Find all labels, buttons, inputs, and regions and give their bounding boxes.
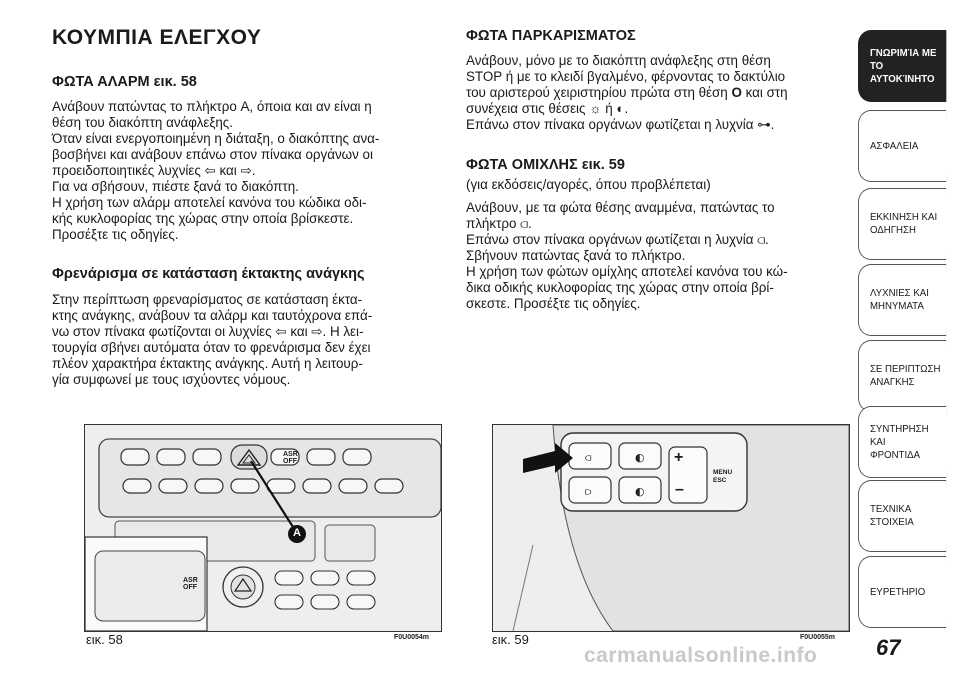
section-heading-fog-lights: ΦΩΤΑ ΟΜΙΧΛΗΣ εικ. 59 bbox=[466, 157, 625, 173]
front-fog-icon: ⫏ bbox=[520, 216, 528, 231]
sidebar-tab-index[interactable]: ΕΥΡΕΤΗΡΙΟ bbox=[858, 556, 947, 628]
text-line: Στην περίπτωση φρεναρίσματος σε κατάστασ… bbox=[52, 292, 363, 307]
text-line: Η χρήση των φώτων ομίχλης αποτελεί κανόν… bbox=[466, 264, 788, 279]
fog-lights-subtitle: (για εκδόσεις/αγορές, όπου προβλέπεται) bbox=[466, 177, 711, 192]
side-light-icon: ☼ bbox=[589, 101, 602, 116]
text-line: και bbox=[290, 324, 308, 339]
text-line: . bbox=[770, 117, 775, 132]
page-title: ΚΟΥΜΠΙΑ ΕΛΕΓΧΟΥ bbox=[52, 26, 262, 49]
turn-right-icon: ⇨ bbox=[311, 324, 323, 339]
code-fig-58: F0U0054m bbox=[394, 634, 430, 641]
text-line: Ανάβουν, με τα φώτα θέσης αναμμένα, πατώ… bbox=[466, 200, 775, 215]
text-line: δικα οδικής κυκλοφορίας της χώρας στην ο… bbox=[466, 280, 774, 295]
text-line: . Η λει- bbox=[322, 324, 364, 339]
text-line: βοσβήνει και ανάβουν επάνω στον πίνακα ο… bbox=[52, 147, 373, 162]
watermark: carmanualsonline.info bbox=[584, 644, 818, 667]
text-line: Προσέξτε τις οδηγίες. bbox=[52, 227, 179, 242]
minus-label: – bbox=[675, 481, 684, 498]
parking-light-icon: ⊶ bbox=[757, 117, 771, 132]
dipped-beam-icon: ◐ bbox=[616, 101, 625, 116]
position-o-label: O bbox=[731, 85, 742, 100]
text-line: Ανάβουν, μόνο με το διακόπτη ανάφλεξης σ… bbox=[466, 53, 771, 68]
text-line: . bbox=[528, 216, 532, 231]
text-line: και στη bbox=[745, 85, 788, 100]
text-line: Για να σβήσουν, πιέστε ξανά το διακόπτη. bbox=[52, 179, 299, 194]
text-line: και bbox=[219, 163, 237, 178]
svg-text:⫐: ⫐ bbox=[585, 485, 592, 498]
callout-a: A bbox=[293, 527, 301, 539]
turn-left-icon: ⇦ bbox=[275, 324, 287, 339]
text-line: STOP ή με το κλειδί βγαλμένο, φέρνοντας … bbox=[466, 69, 786, 84]
text-line: πλέον χαρακτήρα έκτακτης ανάγκης. Αυτή η… bbox=[52, 356, 363, 371]
text-line: κής κυκλοφορίας της χώρας στην οποία βρί… bbox=[52, 211, 354, 226]
text-line: γία συμφωνεί με τους ισχύοντες νόμους. bbox=[52, 372, 291, 387]
front-fog-icon: ⫏ bbox=[757, 232, 766, 247]
text-line: Ανάβουν πατώντας το πλήκτρο A, όποια και… bbox=[52, 99, 372, 114]
text-line: τουργία σβήνει αυτόματα όταν το φρενάρισ… bbox=[52, 340, 371, 355]
svg-text:◐: ◐ bbox=[635, 485, 645, 498]
section-heading-hazard: ΦΩΤΑ ΑΛΑΡΜ εικ. 58 bbox=[52, 74, 197, 90]
text-line: . bbox=[765, 232, 769, 247]
sidebar-tab-safety[interactable]: ΑΣΦΑΛΕΙΑ bbox=[858, 110, 947, 182]
fog-lights-text: Ανάβουν, με τα φώτα θέσης αναμμένα, πατώ… bbox=[466, 200, 850, 312]
svg-text:⫏: ⫏ bbox=[585, 451, 592, 464]
text-line: Επάνω στον πίνακα οργάνων φωτίζεται η λυ… bbox=[466, 232, 754, 247]
text-line: Όταν είναι ενεργοποιημένη η διάταξη, ο δ… bbox=[52, 131, 380, 146]
hazard-text: Ανάβουν πατώντας το πλήκτρο A, όποια και… bbox=[52, 99, 440, 243]
text-line: του αριστερού χειριστηρίου πρώτα στη θέσ… bbox=[466, 85, 728, 100]
turn-right-icon: ⇨ bbox=[240, 163, 252, 178]
text-line: Σβήνουν πατώντας ξανά το πλήκτρο. bbox=[466, 248, 686, 263]
text-line: θέση του διακόπτη ανάφλεξης. bbox=[52, 115, 233, 130]
section-heading-emergency-braking: Φρενάρισμα σε κατάσταση έκτακτης ανάγκης bbox=[52, 266, 365, 282]
text-line: προειδοποιητικές λυχνίες bbox=[52, 163, 201, 178]
text-line: πλήκτρο bbox=[466, 216, 517, 231]
sidebar-tab-technical-data[interactable]: ΤΕΧΝΙΚΑ ΣΤΟΙΧΕΙΑ bbox=[858, 480, 947, 552]
caption-fig-59: εικ. 59 bbox=[492, 632, 529, 647]
light-panel-illustration: ⫏ ◐ ⫐ ◐ bbox=[493, 425, 849, 631]
text-line: νω στον πίνακα φωτίζονται οι λυχνίες bbox=[52, 324, 272, 339]
caption-fig-58: εικ. 58 bbox=[86, 632, 123, 647]
dashboard-illustration bbox=[85, 425, 441, 631]
text-line: . bbox=[624, 101, 629, 116]
text-line: . bbox=[251, 163, 256, 178]
parking-lights-text: Ανάβουν, μόνο με το διακόπτη ανάφλεξης σ… bbox=[466, 53, 850, 133]
plus-label: + bbox=[674, 449, 684, 466]
section-heading-parking-lights: ΦΩΤΑ ΠΑΡΚΑΡΙΣΜΑΤΟΣ bbox=[466, 28, 636, 44]
text-line: σκεστε. Προσέξτε τις οδηγίες. bbox=[466, 296, 641, 311]
turn-left-icon: ⇦ bbox=[204, 163, 216, 178]
text-line: ή bbox=[605, 101, 613, 116]
text-line: Επάνω στον πίνακα οργάνων φωτίζεται η λυ… bbox=[466, 117, 754, 132]
emergency-braking-text: Στην περίπτωση φρεναρίσματος σε κατάστασ… bbox=[52, 292, 440, 388]
code-fig-59: F0U0055m bbox=[800, 634, 836, 641]
svg-text:◐: ◐ bbox=[635, 451, 645, 464]
text-line: κτης ανάγκης, ανάβουν τα αλάρμ και ταυτό… bbox=[52, 308, 373, 323]
text-line: Η χρήση των αλάρμ αποτελεί κανόνα του κώ… bbox=[52, 195, 367, 210]
page-number: 67 bbox=[876, 635, 901, 660]
text-line: συνέχεια στις θέσεις bbox=[466, 101, 586, 116]
